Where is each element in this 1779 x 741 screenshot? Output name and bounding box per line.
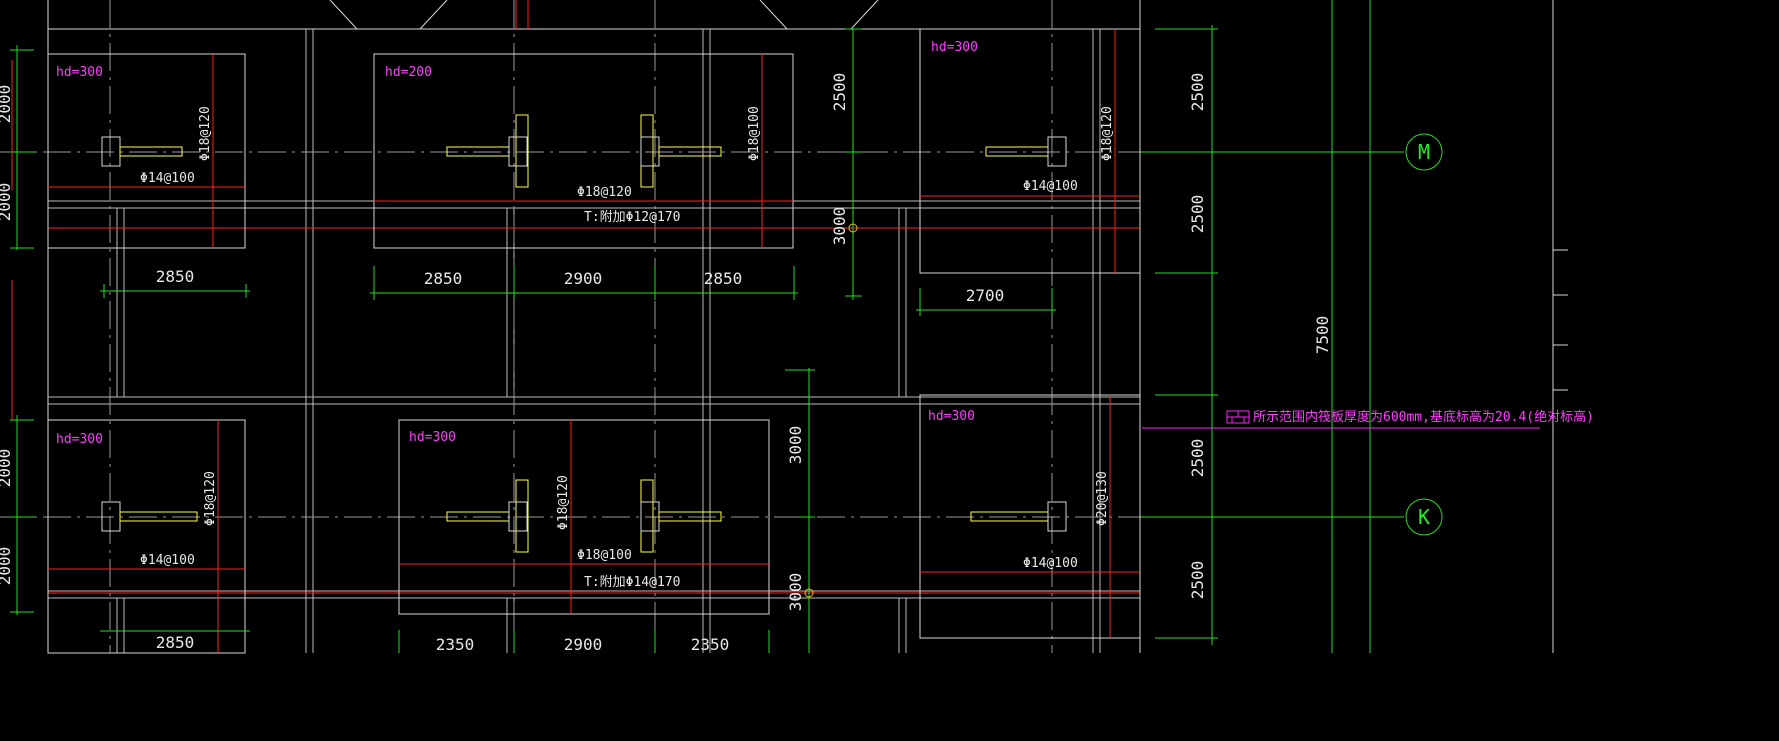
dim-right-4: 2500 — [1188, 561, 1207, 600]
rebar-h-label: Φ14@100 — [140, 553, 195, 568]
axis-bubble-k[interactable]: K — [1405, 498, 1443, 536]
marker-circle — [848, 223, 858, 233]
column-stub — [508, 136, 528, 167]
dim-left-2: 2000 — [0, 183, 14, 222]
column-flange — [515, 114, 529, 188]
dim-c5-width-2: 2900 — [564, 635, 603, 654]
column-flange — [515, 479, 529, 553]
dim-right-2: 2500 — [1188, 195, 1207, 234]
dim-c4-width: 2850 — [156, 633, 195, 652]
pile-cap-c1[interactable]: hd=300 Φ18@120 Φ14@100 — [47, 53, 246, 249]
pile-cap-c4[interactable]: hd=300 Φ18@120 Φ14@100 — [47, 419, 246, 654]
dimension-labels: 2000 2000 2000 2000 2850 2850 2900 2850 … — [0, 73, 1332, 654]
top-rebar-label: T:附加Φ12@170 — [584, 210, 680, 225]
column-web — [658, 511, 722, 522]
hd-label: hd=300 — [56, 65, 103, 80]
dim-c5-width-1: 2350 — [436, 635, 475, 654]
dim-c1-width: 2850 — [156, 267, 195, 286]
dim-left-1: 2000 — [0, 85, 14, 124]
hd-label: hd=300 — [931, 40, 978, 55]
column-web — [658, 146, 722, 157]
column-flange — [640, 114, 654, 188]
column-stub — [1047, 136, 1067, 167]
dim-mid-top-1: 2500 — [830, 73, 849, 112]
pile-cap-c5[interactable]: hd=300 Φ18@120 Φ18@100 T:附加Φ14@170 — [398, 419, 770, 615]
rebar-v-label: Φ18@120 — [1100, 106, 1115, 161]
dim-right-1: 2500 — [1188, 73, 1207, 112]
dim-mid-top-2: 3000 — [830, 207, 849, 246]
hd-label: hd=200 — [385, 65, 432, 80]
rebar-h-label: Φ14@100 — [1023, 179, 1078, 194]
rebar-h-label: Φ14@100 — [140, 171, 195, 186]
hd-label: hd=300 — [56, 432, 103, 447]
slab-note: 所示范围内筏板厚度为600mm,基底标高为20.4(绝对标高) — [1142, 409, 1594, 429]
axis-label-k: K — [1418, 505, 1430, 529]
dim-c2-width-1: 2850 — [424, 269, 463, 288]
wall-grid — [47, 0, 1141, 653]
axis-label-m: M — [1418, 140, 1430, 164]
hd-label: hd=300 — [928, 409, 975, 424]
rebar-v-label: Φ18@120 — [198, 106, 213, 161]
rebar-v-label: Φ20@130 — [1095, 471, 1110, 526]
pile-cap-c3[interactable]: hd=300 Φ18@120 Φ14@100 — [919, 28, 1141, 274]
column-web — [119, 146, 183, 157]
axis-bubble-m[interactable]: M — [1405, 133, 1443, 171]
marker-circle — [804, 588, 814, 598]
hd-label: hd=300 — [409, 430, 456, 445]
dim-left-3: 2000 — [0, 449, 14, 488]
dim-total: 7500 — [1313, 316, 1332, 355]
dim-left-4: 2000 — [0, 547, 14, 586]
column-stub — [1047, 501, 1067, 532]
rebar-v-label: Φ18@100 — [747, 106, 762, 161]
dim-right-3: 2500 — [1188, 439, 1207, 478]
pile-cap-c2[interactable]: hd=200 Φ18@100 Φ18@120 T:附加Φ12@170 — [373, 53, 794, 249]
rebar-h-label: Φ14@100 — [1023, 556, 1078, 571]
column-web — [119, 511, 198, 522]
dim-mid-bot-2: 3000 — [786, 573, 805, 612]
dim-c3-width: 2700 — [966, 286, 1005, 305]
column-flange — [640, 479, 654, 553]
dimension-lines — [10, 0, 1568, 653]
cad-drawing-canvas[interactable]: M K hd=300 Φ18@120 Φ14@100 hd=200 Φ18@10… — [0, 0, 1594, 654]
top-rebar-label: T:附加Φ14@170 — [584, 575, 680, 590]
rebar-v-label: Φ18@120 — [203, 471, 218, 526]
rebar-v-label: Φ18@120 — [556, 475, 571, 530]
column-stub — [508, 501, 528, 532]
dim-c2-width-2: 2900 — [564, 269, 603, 288]
rebar-h-label: Φ18@100 — [577, 548, 632, 563]
pile-cap-c6[interactable]: hd=300 Φ20@130 Φ14@100 — [919, 394, 1141, 639]
dim-c5-width-3: 2350 — [691, 635, 730, 654]
dim-c2-width-3: 2850 — [704, 269, 743, 288]
slab-note-text: 所示范围内筏板厚度为600mm,基底标高为20.4(绝对标高) — [1253, 409, 1594, 425]
dim-mid-bot-1: 3000 — [786, 426, 805, 465]
rebar-h-label: Φ18@120 — [577, 185, 632, 200]
